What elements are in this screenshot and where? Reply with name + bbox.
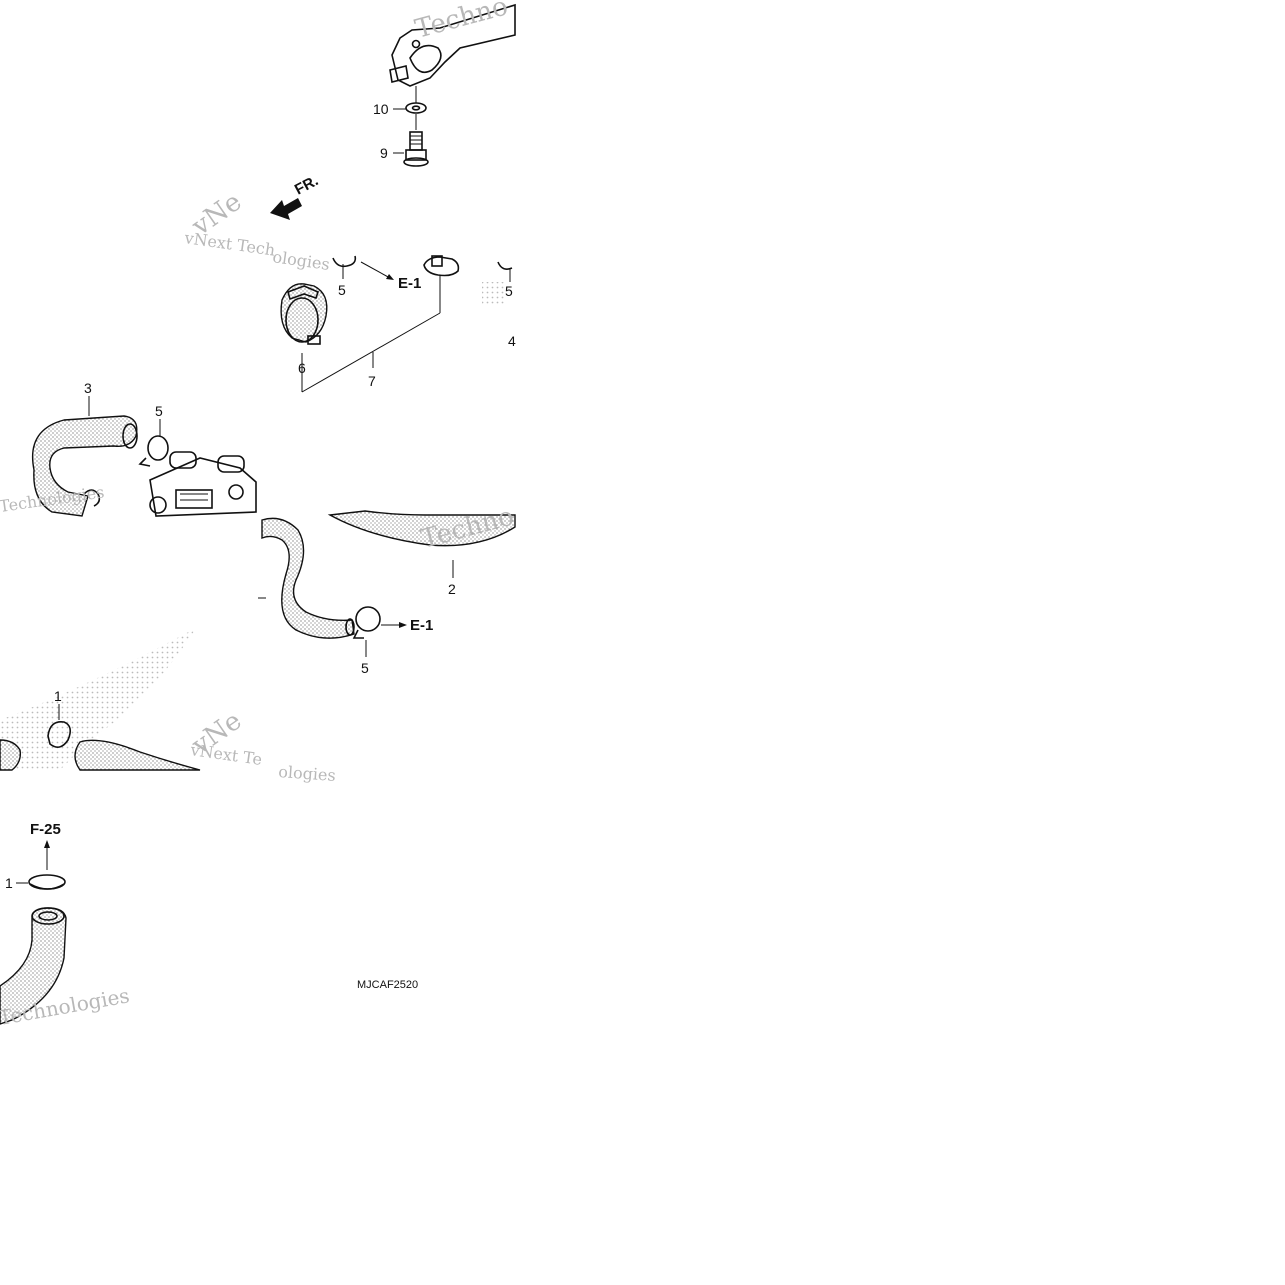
hose-3: [32, 415, 138, 517]
callout-1-upper: 1: [54, 688, 62, 704]
callout-5-lower: 5: [361, 660, 369, 676]
valve-body-top: [423, 255, 460, 277]
hose-clamp-6: [280, 283, 328, 345]
ref-f25: F-25: [30, 821, 61, 838]
hose-lower-left: [0, 739, 201, 771]
bracket-hole: [411, 39, 421, 49]
front-direction-arrow-icon: [270, 198, 302, 220]
watermark-1: Techno: [412, 0, 511, 45]
bracket-assembly: [389, 3, 516, 87]
hose-clip-1-upper: [47, 720, 72, 748]
callout-9: 9: [380, 145, 388, 161]
callout-5-mid: 5: [155, 403, 163, 419]
ref-e1-top: E-1: [398, 275, 421, 292]
callout-6: 6: [298, 360, 306, 376]
watermark-7: ologies: [278, 762, 337, 785]
bracket-plate: [391, 3, 516, 87]
hose-clip-5: [332, 255, 357, 268]
bolt-9: [403, 131, 429, 167]
ref-e1-mid: E-1: [410, 617, 433, 634]
hose-2: [327, 510, 516, 547]
halftone-patch-right: [482, 282, 504, 306]
watermark-3: ologies: [271, 247, 331, 274]
hose-clip-5-lower: [352, 606, 381, 639]
callout-5-top: 5: [338, 282, 346, 298]
watermark-10: Techno: [418, 501, 517, 554]
solenoid-valve: [149, 451, 257, 517]
callout-10: 10: [373, 101, 389, 117]
front-direction-label: FR.: [292, 172, 321, 198]
callout-1-lower: 1: [5, 875, 13, 891]
callout-4: 4: [508, 333, 516, 349]
callout-5-right: 5: [505, 283, 513, 299]
hose-clip-left: [83, 489, 101, 507]
hose-clip-1-lower: [28, 874, 66, 890]
diagram-code: MJCAF2520: [357, 979, 418, 991]
hose-4: [261, 517, 355, 639]
washer-10: [405, 102, 427, 114]
hose-bottom-left: [0, 907, 67, 1025]
hose-clip-5-mid: [138, 435, 169, 467]
callout-7: 7: [368, 373, 376, 389]
callout-3: 3: [84, 380, 92, 396]
bracket-boss: [409, 44, 442, 74]
callout-2: 2: [448, 581, 456, 597]
bracket-stud: [389, 65, 409, 83]
